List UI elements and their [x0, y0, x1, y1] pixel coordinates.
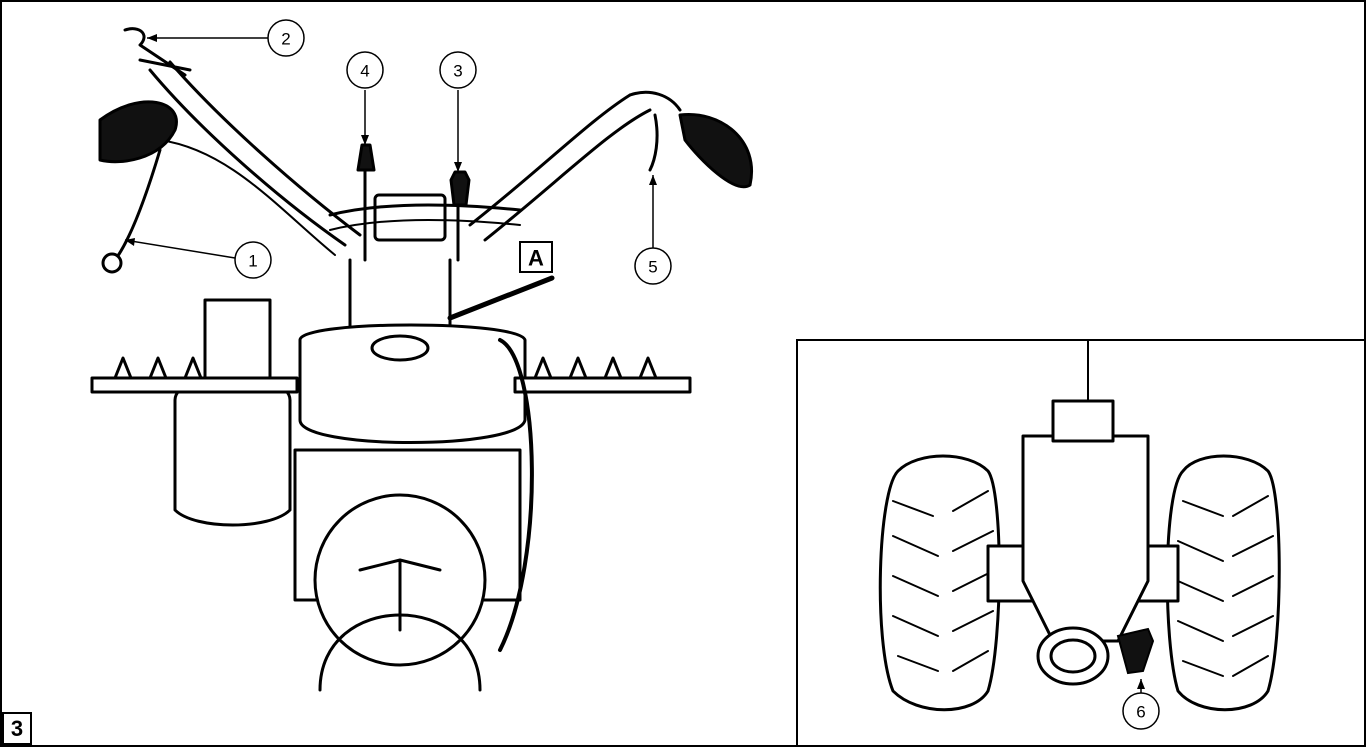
- callout-1-label: 1: [248, 252, 257, 271]
- callout-1-leader: [124, 239, 236, 259]
- section-label-box: A: [519, 241, 553, 273]
- muffler: [203, 298, 272, 382]
- detail-inset: 6: [796, 339, 1366, 747]
- pto-lever-knob: [1116, 627, 1155, 675]
- left-tire: [878, 454, 1001, 712]
- callout-3: 3: [439, 51, 477, 89]
- figure-number: 3: [2, 712, 32, 745]
- callout-2: 2: [267, 19, 305, 57]
- front-guard: [318, 613, 482, 692]
- cutter-bar: [90, 356, 692, 394]
- callout-1: 1: [234, 241, 272, 279]
- gear-levers: [356, 143, 471, 262]
- rear-wheel: [498, 338, 534, 652]
- callout-5-label: 5: [648, 258, 657, 277]
- callout-3-label: 3: [453, 62, 462, 81]
- right-grip: [678, 112, 753, 189]
- section-pointer: [447, 275, 555, 321]
- left-handlebar: [123, 27, 362, 256]
- clutch-lever: [113, 148, 162, 262]
- fuel-cap: [370, 334, 430, 362]
- left-grip: [98, 100, 178, 164]
- right-handlebar: [468, 90, 682, 242]
- handlebar-crossbar: [328, 203, 522, 217]
- callout-6-label: 6: [1136, 703, 1145, 722]
- air-filter: [173, 376, 292, 527]
- callout-2-label: 2: [281, 30, 290, 49]
- steering-column: [348, 258, 452, 332]
- fuel-tank: [298, 323, 527, 444]
- section-label-text: A: [528, 246, 544, 271]
- callout-4: 4: [346, 51, 384, 89]
- callout-6: 6: [1122, 692, 1160, 730]
- gearbox: [1021, 434, 1150, 643]
- callout-4-label: 4: [360, 62, 369, 81]
- clutch-lever-knob: [101, 252, 123, 274]
- rear-view-detail-illustration: 6: [878, 340, 1281, 730]
- callout-5: 5: [634, 247, 672, 285]
- right-control-lever: [648, 113, 659, 172]
